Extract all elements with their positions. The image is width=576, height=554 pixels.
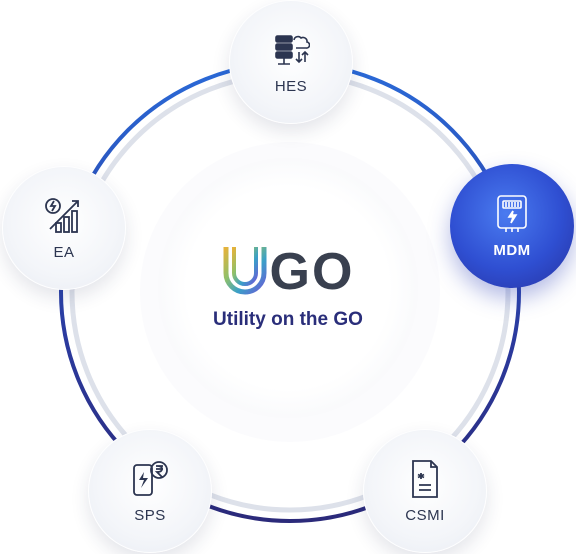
smart-meter-icon — [492, 194, 532, 234]
node-sps[interactable]: SPS — [88, 429, 212, 553]
document-icon — [405, 459, 445, 499]
energy-analytics-icon — [44, 196, 84, 236]
node-label: SPS — [134, 506, 166, 524]
node-label: HES — [274, 77, 308, 95]
server-cloud-icon — [271, 30, 311, 70]
node-csmi[interactable]: CSMI — [363, 429, 487, 553]
node-hes[interactable]: HES — [229, 0, 353, 124]
ugo-logo: GO — [222, 243, 355, 301]
node-ea[interactable]: EA — [2, 166, 126, 290]
mobile-payment-icon — [130, 459, 170, 499]
node-label: MDM — [493, 241, 531, 259]
tagline: Utility on the GO — [213, 309, 363, 330]
center-logo-block: GO Utility on the GO — [158, 158, 418, 418]
node-label: CSMI — [405, 506, 445, 524]
logo-text: GO — [269, 243, 355, 301]
logo-u-mark — [223, 247, 267, 295]
node-label: EA — [53, 243, 75, 261]
node-mdm[interactable]: MDM — [450, 164, 574, 288]
